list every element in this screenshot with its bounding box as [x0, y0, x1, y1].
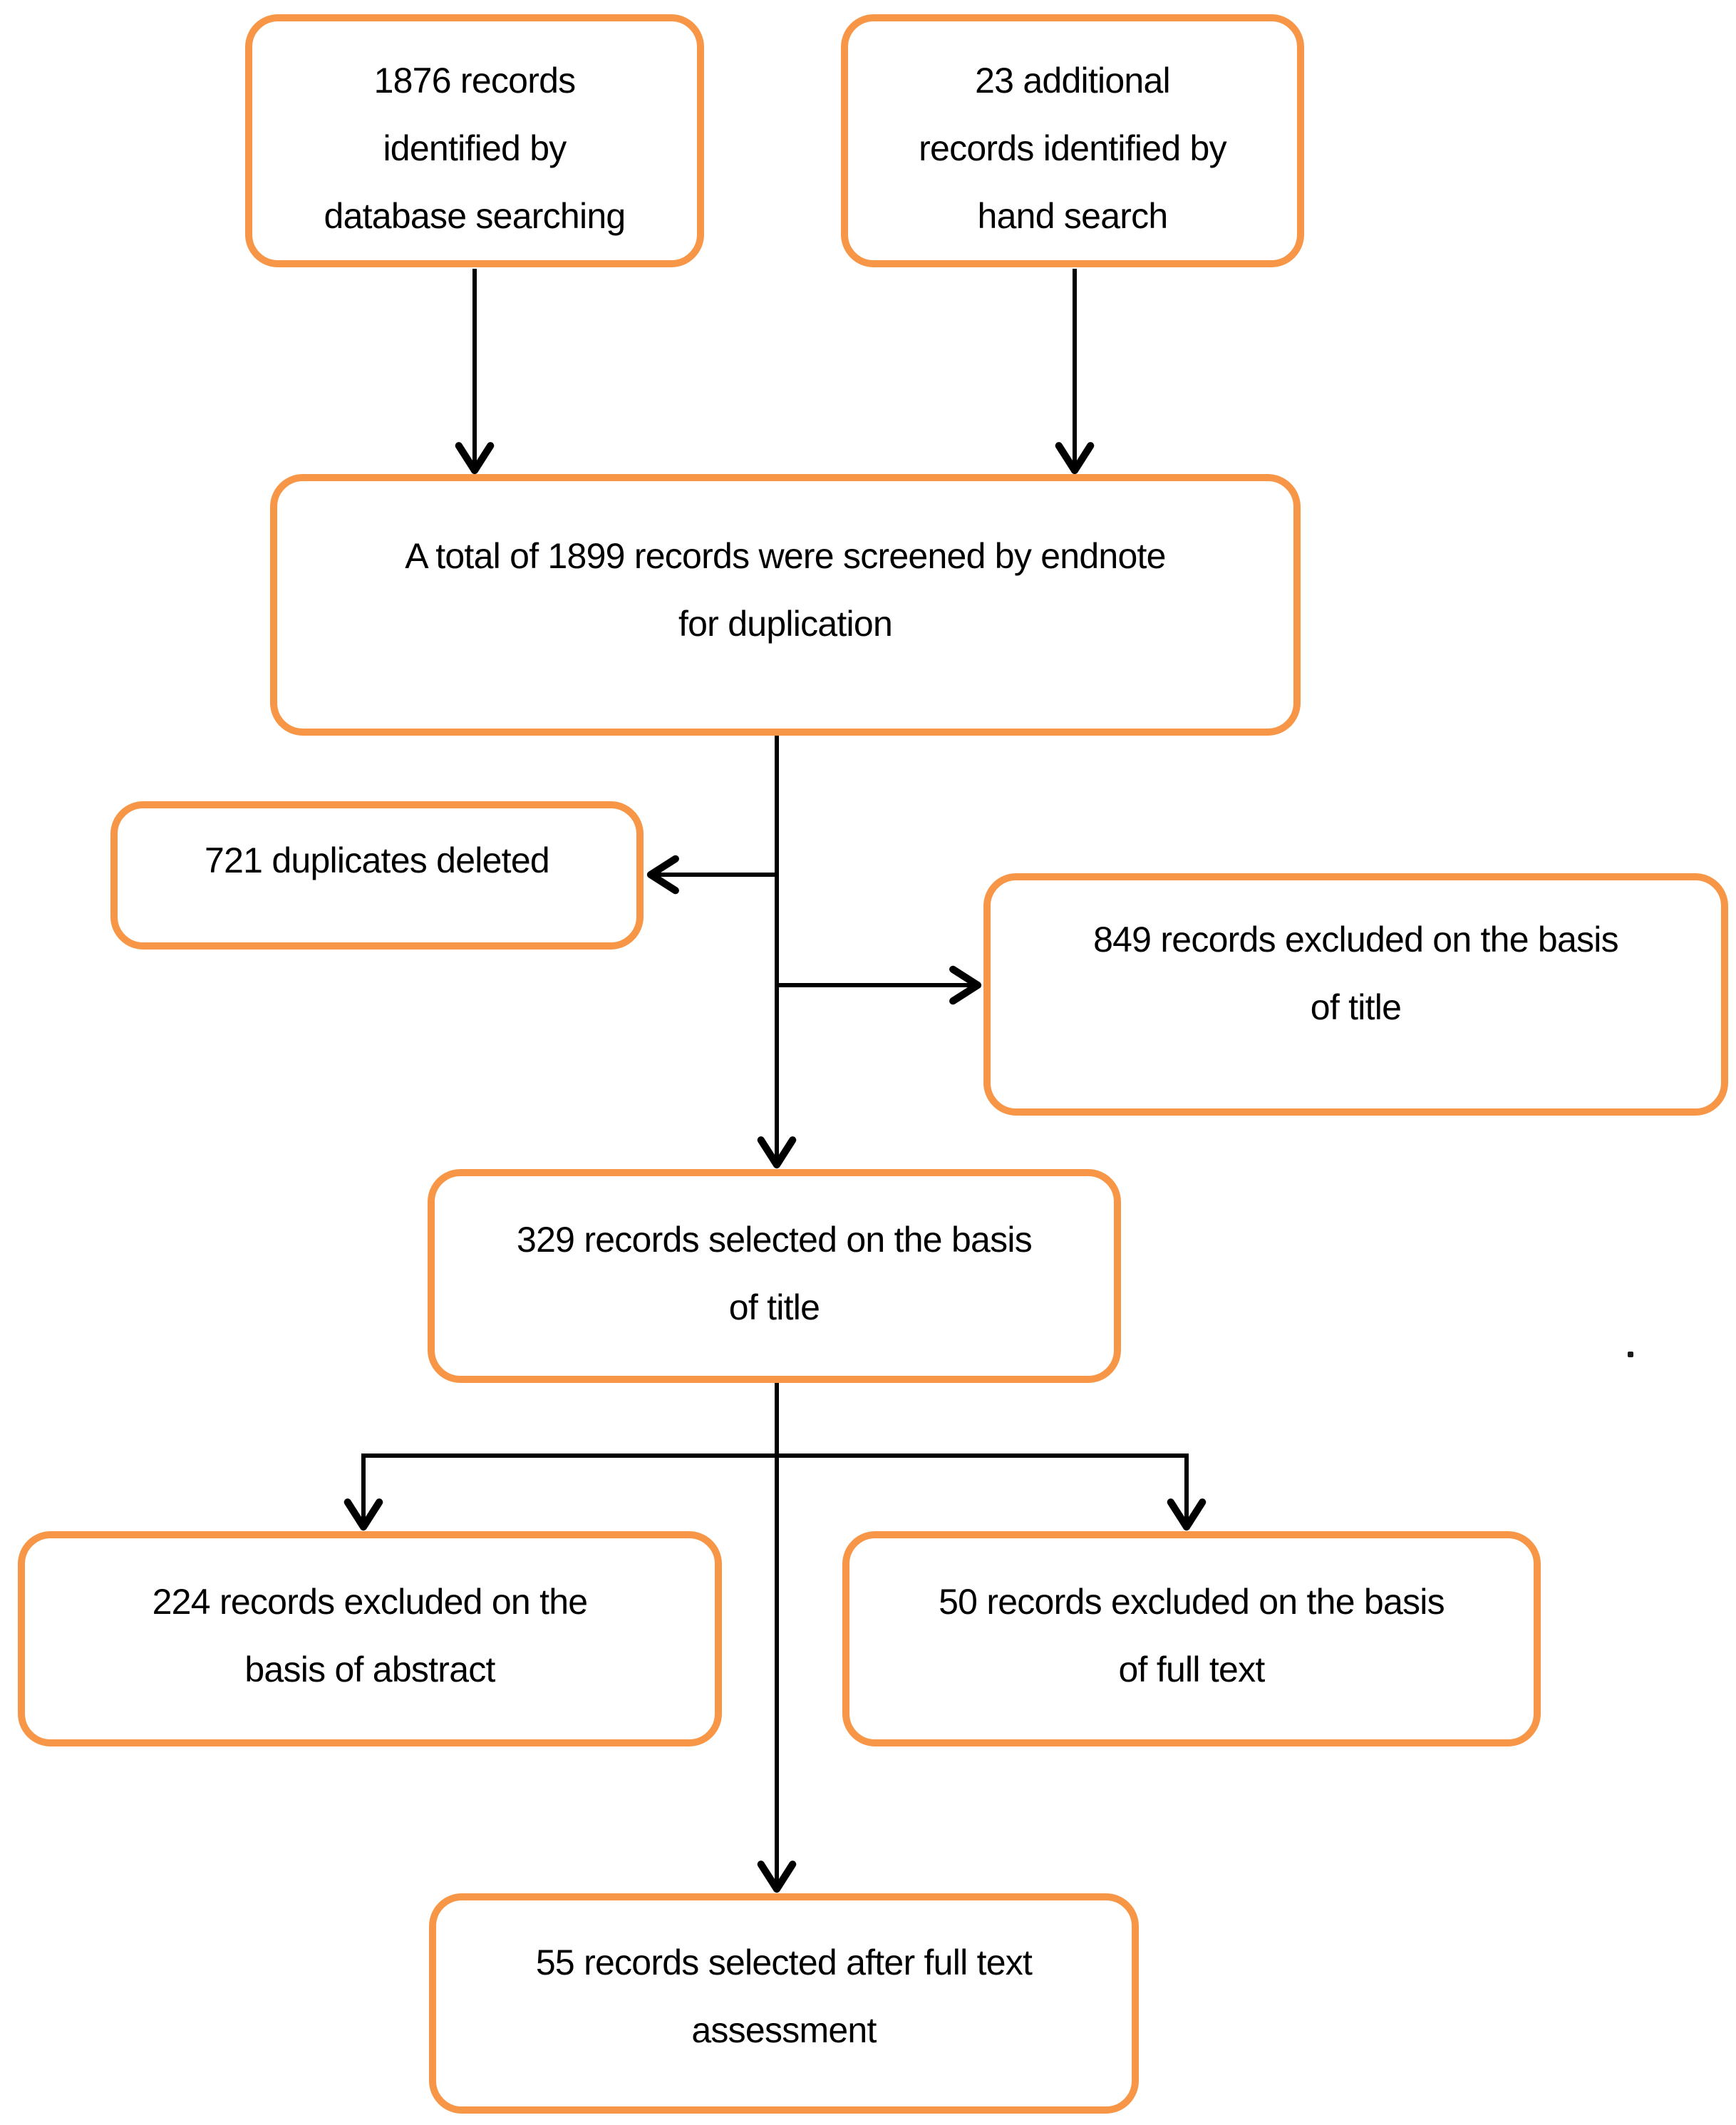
node-line: 55 records selected after full text	[535, 1943, 1033, 1982]
stray-period-mark	[1628, 1352, 1633, 1357]
node-line: 329 records selected on the basis	[517, 1220, 1033, 1260]
node-line: of full text	[1118, 1650, 1266, 1689]
node-line: 721 duplicates deleted	[205, 840, 550, 880]
node-records-screened: A total of 1899 records were screened by…	[270, 474, 1301, 736]
node-line: identified by	[383, 128, 567, 168]
node-selected-by-title: 329 records selected on the basis of tit…	[428, 1169, 1121, 1383]
node-line: of title	[1310, 987, 1402, 1027]
node-records-database-search: 1876 records identified by database sear…	[245, 14, 704, 267]
node-line: records identified by	[919, 128, 1226, 168]
node-line: 849 records excluded on the basis	[1093, 920, 1619, 959]
node-selected-after-fulltext: 55 records selected after full text asse…	[429, 1893, 1139, 2114]
node-line: 1876 records	[373, 61, 577, 101]
node-excluded-by-title: 849 records excluded on the basis of tit…	[983, 873, 1728, 1116]
node-line: 50 records excluded on the basis	[939, 1582, 1445, 1622]
node-line: for duplication	[678, 604, 893, 644]
node-line: 23 additional	[975, 61, 1171, 101]
node-line: database searching	[324, 196, 626, 236]
node-excluded-by-abstract: 224 records excluded on the basis of abs…	[18, 1531, 722, 1746]
node-line: assessment	[691, 2010, 877, 2050]
node-records-hand-search: 23 additional records identified by hand…	[841, 14, 1304, 267]
node-excluded-by-fulltext: 50 records excluded on the basis of full…	[842, 1531, 1541, 1746]
node-line: of title	[728, 1287, 820, 1327]
node-line: 224 records excluded on the	[152, 1582, 588, 1622]
node-line: hand search	[977, 196, 1169, 236]
node-duplicates-deleted: 721 duplicates deleted	[110, 801, 644, 950]
node-line: basis of abstract	[244, 1650, 495, 1689]
node-line: A total of 1899 records were screened by…	[405, 536, 1166, 576]
